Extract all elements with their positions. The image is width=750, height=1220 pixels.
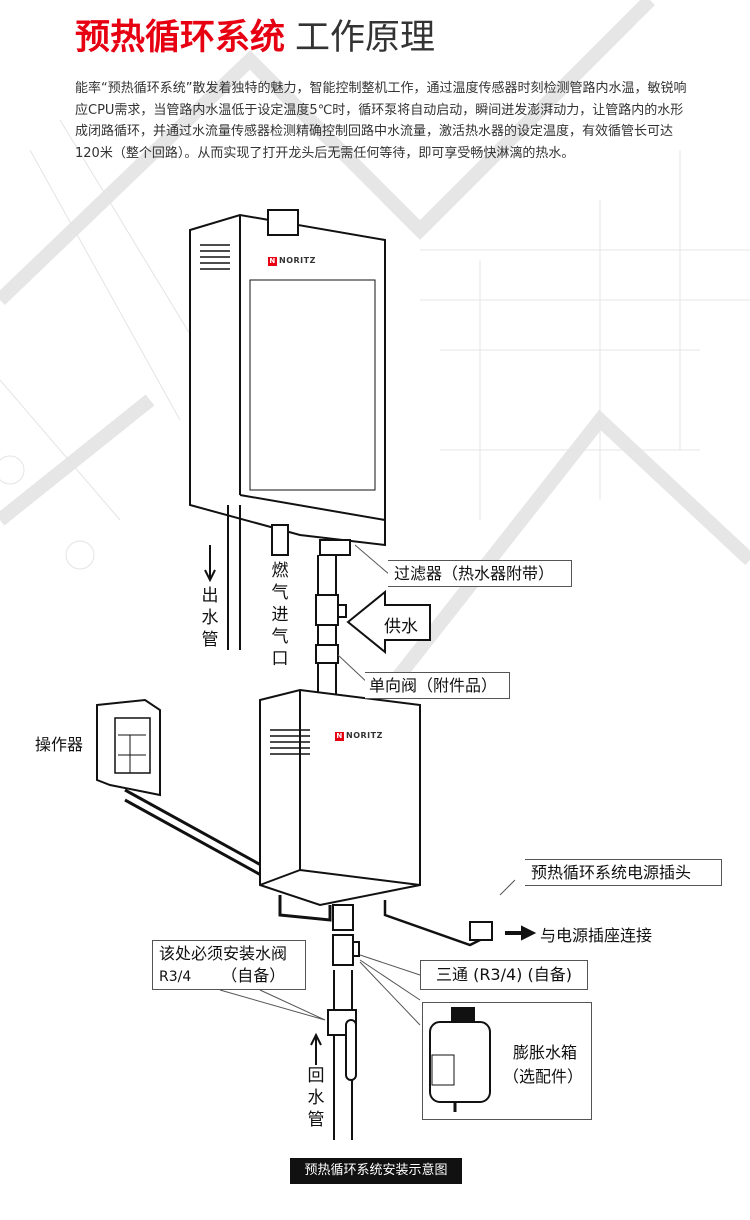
diagram-caption: 预热循环系统安装示意图 [290,1158,462,1184]
gas-inlet-label: 燃气进气口 [271,561,289,669]
circulation-pump-unit [259,688,493,947]
description-text: 能率“预热循环系统”散发着独特的魅力，智能控制整机工作，通过温度传感器时刻检测管… [75,81,687,161]
controller-device [96,698,272,883]
brand-text: NORITZ [279,256,316,265]
brand-text: NORITZ [346,731,383,740]
controller-label: 操作器 [35,735,84,754]
page-title: 预热循环系统工作原理 [75,14,435,62]
valve-note-text: 该处必须安装水阀 [159,944,288,963]
power-arrow-icon [505,925,537,941]
water-heater-unit [189,209,386,547]
tee-label: 三通 (R3/4) (自备) [420,960,588,990]
check-valve-label: 单向阀（附件品） [365,672,510,699]
return-pipe-label: 回水管 [307,1066,325,1130]
valve-note-box: 该处必须安装水阀 R3/4 （自备） [152,940,306,990]
return-pipe [327,904,360,1140]
power-plug-label: 预热循环系统电源插头 [525,859,722,886]
expansion-tank-sub-label: （选配件） [503,1067,584,1086]
power-connect-label: 与电源插座连接 [540,926,653,945]
blueprint-background [0,0,750,700]
title-rest: 工作原理 [295,18,436,58]
expansion-tank [429,1007,491,1112]
valve-self-text: （自备） [221,966,286,985]
water-supply-arrow [346,589,431,655]
water-supply-label: 供水 [384,617,418,637]
title-highlight: 预热循环系统 [75,18,286,58]
outlet-arrow-icon [204,545,216,583]
gas-inlet-pipe [271,524,289,556]
filter-label: 过滤器（热水器附带） [388,560,572,587]
supply-pipe [315,539,351,700]
return-arrow-icon [310,1032,322,1065]
expansion-tank-box: 膨胀水箱 （选配件） [422,1002,592,1120]
expansion-tank-label: 膨胀水箱 [513,1043,578,1062]
valve-size-text: R3/4 [159,969,192,985]
outlet-pipe [227,505,241,650]
outlet-pipe-label: 出水管 [201,586,219,650]
